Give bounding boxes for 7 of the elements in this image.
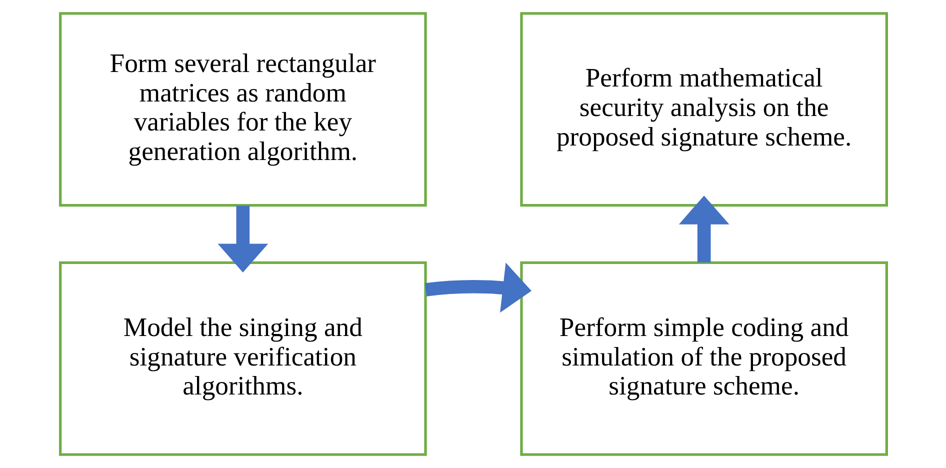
arrow — [678, 196, 729, 262]
node-box: Perform mathematical security analysis on the proposed signature scheme. — [520, 12, 888, 207]
node-box: Form several rectangular matrices as random variables for the key generation algorithm. — [58, 12, 426, 207]
node-box: Perform simple coding and simulation of the proposed signature scheme. — [520, 261, 888, 456]
node-box: Model the singing and signature verification algorithms. — [58, 261, 426, 456]
arrow — [217, 206, 268, 272]
arrow — [424, 262, 531, 313]
